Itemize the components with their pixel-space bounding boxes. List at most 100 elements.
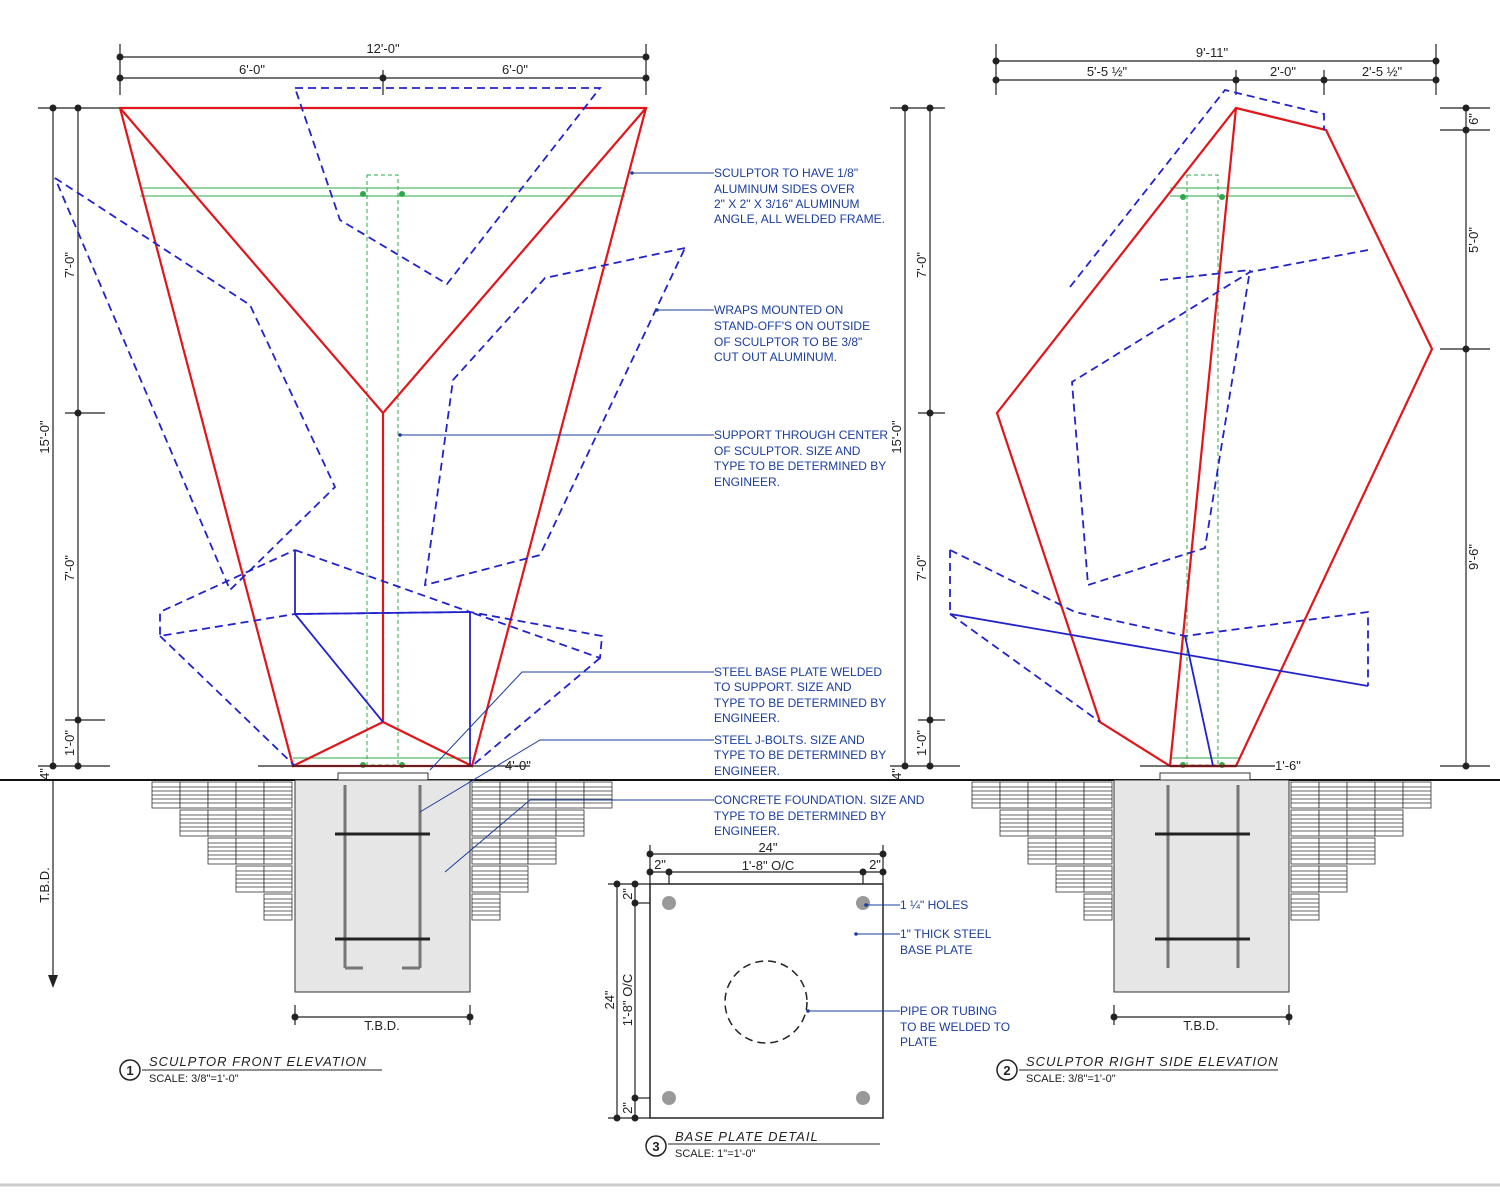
svg-text:CONCRETE FOUNDATION. SIZE AND: CONCRETE FOUNDATION. SIZE AND [714,793,925,807]
svg-text:ENGINEER.: ENGINEER. [714,764,780,778]
svg-text:PIPE OR TUBING: PIPE OR TUBING [900,1004,997,1018]
pipe-outline [724,960,808,1044]
side-view-scale: SCALE: 3/8"=1'-0" [1026,1073,1116,1085]
side-view-title-text: SCULPTOR RIGHT SIDE ELEVATION [1026,1054,1278,1069]
svg-text:STAND-OFF'S ON OUTSIDE: STAND-OFF'S ON OUTSIDE [714,319,870,333]
svg-text:ENGINEER.: ENGINEER. [714,711,780,725]
front-foundation: T.B.D. 4'-0" [258,758,531,1033]
front-view-title-text: SCULPTOR FRONT ELEVATION [149,1054,367,1069]
svg-text:1" THICK STEEL: 1" THICK STEEL [900,927,992,941]
dim-plate-edge-right: 2" [869,857,881,872]
svg-text:2" X 2" X 3/16" ALUMINUM: 2" X 2" X 3/16" ALUMINUM [714,197,860,211]
dim-plate-oc-height: 1'-8" O/C [620,974,635,1027]
svg-text:STEEL BASE PLATE WELDED: STEEL BASE PLATE WELDED [714,665,882,679]
svg-text:BASE PLATE: BASE PLATE [900,943,972,957]
svg-text:PLATE: PLATE [900,1035,937,1049]
front-wraps [54,87,686,767]
side-right-dimensions: 6" 5'-0" 9'-6" [1440,104,1490,770]
dim-side-total: 9'-11" [1196,45,1229,60]
side-left-dimensions: 15'-0" 7'-0" 7'-0" 1'-0" 4" [889,104,960,780]
svg-text:TYPE TO BE DETERMINED BY: TYPE TO BE DETERMINED BY [714,748,886,762]
dim-plate-oc-width: 1'-8" O/C [742,858,795,873]
dim-side-c: 2'-5 ½" [1362,64,1403,79]
dim-side-base: 1'-0" [914,730,929,756]
dim-front-base: 1'-0" [62,730,77,756]
svg-text:ENGINEER.: ENGINEER. [714,824,780,838]
side-view-number: 2 [1003,1063,1010,1078]
note-sculptor-sides: SCULPTOR TO HAVE 1/8" ALUMINUM SIDES OVE… [714,166,885,226]
front-elevation: 12'-0" 6'-0" 6'-0" 15'-0" 7'-0" 7'-0" 1'… [37,41,686,1085]
dim-side-height: 15'-0" [889,420,904,454]
dim-front-left: 6'-0" [239,62,265,77]
svg-text:TO BE WELDED TO: TO BE WELDED TO [900,1020,1010,1034]
note-j-bolts: STEEL J-BOLTS. SIZE AND TYPE TO BE DETER… [714,733,886,778]
front-view-number: 1 [126,1063,133,1078]
note-holes: 1 ¼" HOLES [900,898,968,912]
dim-front-right: 6'-0" [502,62,528,77]
svg-text:TYPE TO BE DETERMINED BY: TYPE TO BE DETERMINED BY [714,459,886,473]
svg-text:TO SUPPORT. SIZE AND: TO SUPPORT. SIZE AND [714,680,852,694]
side-top-dimensions: 9'-11" 5'-5 ½" 2'-0" 2'-5 ½" [992,44,1440,95]
front-view-scale: SCALE: 3/8"=1'-0" [149,1073,239,1085]
dim-plate-width: 24" [758,840,777,855]
plate-view-number: 3 [652,1139,659,1154]
svg-text:TYPE TO BE DETERMINED BY: TYPE TO BE DETERMINED BY [714,696,886,710]
front-depth-tbd: T.B.D. [37,867,52,902]
dim-plate-edge-left: 2" [654,857,666,872]
side-view-title: 2 SCULPTOR RIGHT SIDE ELEVATION SCALE: 3… [996,1054,1278,1085]
dim-side-r3: 9'-6" [1466,544,1481,570]
note-concrete-foundation: CONCRETE FOUNDATION. SIZE AND TYPE TO BE… [714,793,925,838]
front-sculpture-frame [118,106,648,768]
svg-text:ALUMINUM SIDES OVER: ALUMINUM SIDES OVER [714,182,855,196]
dim-front-plinth: 4" [37,768,52,780]
svg-text:OF SCULPTOR. SIZE AND: OF SCULPTOR. SIZE AND [714,444,861,458]
dim-side-footing: 1'-6" [1275,758,1301,773]
side-wraps [949,88,1369,767]
note-support: SUPPORT THROUGH CENTER OF SCULPTOR. SIZE… [714,428,888,489]
svg-text:SCULPTOR TO HAVE 1/8": SCULPTOR TO HAVE 1/8" [714,166,858,180]
dim-side-upper: 7'-0" [914,252,929,278]
dim-front-total: 12'-0" [366,41,400,56]
note-pipe: PIPE OR TUBING TO BE WELDED TO PLATE [900,1004,1010,1049]
dim-plate-height: 24" [602,990,617,1009]
dim-front-footing: 4'-0" [505,758,531,773]
dim-front-height: 15'-0" [37,420,52,454]
bolt-hole [856,1091,870,1105]
dim-side-r2: 5'-0" [1466,227,1481,253]
note-base-plate: STEEL BASE PLATE WELDED TO SUPPORT. SIZE… [714,665,886,725]
plate-view-title-text: BASE PLATE DETAIL [675,1129,819,1144]
note-wraps: WRAPS MOUNTED ON STAND-OFF'S ON OUTSIDE … [714,303,870,364]
dim-front-lower: 7'-0" [62,555,77,581]
dim-side-r1: 6" [1466,113,1481,125]
svg-text:STEEL J-BOLTS. SIZE AND: STEEL J-BOLTS. SIZE AND [714,733,865,747]
front-width-tbd: T.B.D. [364,1018,399,1033]
svg-text:WRAPS MOUNTED ON: WRAPS MOUNTED ON [714,303,843,317]
plate-view-title: 3 BASE PLATE DETAIL SCALE: 1"=1'-0" [645,1129,880,1160]
bolt-hole [856,896,870,910]
bolt-hole [662,896,676,910]
front-top-dimensions: 12'-0" 6'-0" 6'-0" [116,41,650,95]
side-elevation: 9'-11" 5'-5 ½" 2'-0" 2'-5 ½" 15'-0" 7'-0… [889,44,1490,1085]
dim-side-a: 5'-5 ½" [1087,64,1128,79]
base-plate [649,883,884,1119]
side-foundation: T.B.D. 1'-6" [1110,758,1301,1033]
note-thick-plate: 1" THICK STEEL BASE PLATE [900,927,992,957]
svg-text:CUT OUT ALUMINUM.: CUT OUT ALUMINUM. [714,350,837,364]
dim-side-b: 2'-0" [1270,64,1296,79]
side-width-tbd: T.B.D. [1183,1018,1218,1033]
front-left-dimensions: 15'-0" 7'-0" 7'-0" 1'-0" 4" T.B.D. [37,104,120,988]
dim-front-upper: 7'-0" [62,252,77,278]
svg-text:ENGINEER.: ENGINEER. [714,475,780,489]
svg-text:OF SCULPTOR TO BE 3/8": OF SCULPTOR TO BE 3/8" [714,335,862,349]
side-sculpture-frame [995,106,1434,768]
svg-text:ANGLE, ALL WELDED FRAME.: ANGLE, ALL WELDED FRAME. [714,212,885,226]
front-view-title: 1 SCULPTOR FRONT ELEVATION SCALE: 3/8"=1… [119,1054,382,1085]
plate-view-scale: SCALE: 1"=1'-0" [675,1148,756,1160]
bolt-hole [662,1091,676,1105]
dim-side-plinth: 4" [889,768,904,780]
base-plate-detail: 24" 1'-8" O/C 2" 2" 24" 1'-8" O/C 2" 2" … [602,840,1010,1160]
svg-text:TYPE TO BE DETERMINED BY: TYPE TO BE DETERMINED BY [714,809,886,823]
dim-side-lower: 7'-0" [914,555,929,581]
callout-notes: SCULPTOR TO HAVE 1/8" ALUMINUM SIDES OVE… [398,166,925,873]
